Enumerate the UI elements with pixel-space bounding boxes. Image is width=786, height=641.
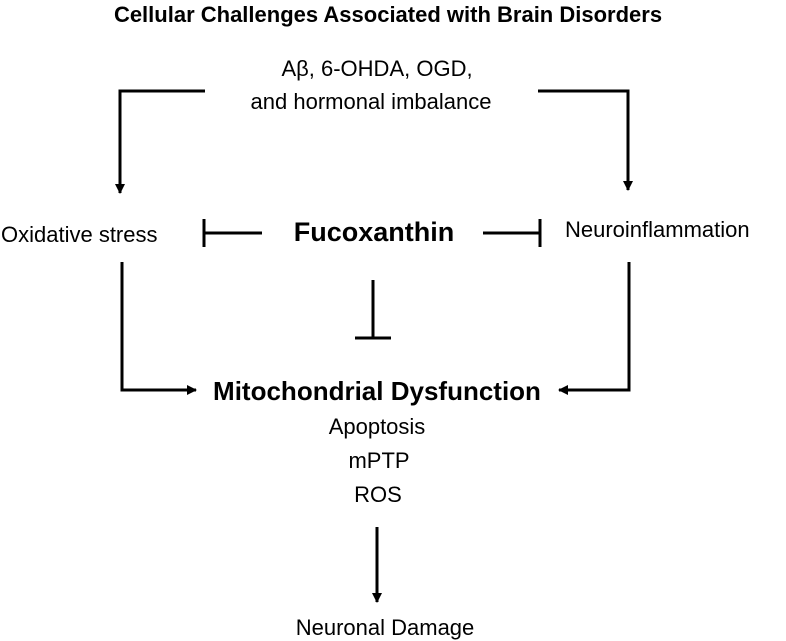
arrow-oxidative-stress-to-mitochondria bbox=[120, 262, 197, 395]
mito-item-mptp: mPTP bbox=[348, 448, 410, 473]
diagram-title: Cellular Challenges Associated with Brai… bbox=[113, 2, 663, 27]
neuroinflammation-node: Neuroinflammation bbox=[565, 217, 750, 242]
mitochondrial-dysfunction-node: Mitochondrial Dysfunction bbox=[213, 376, 541, 406]
inhibit-fucoxanthin-oxidative-stress bbox=[202, 219, 262, 247]
mito-item-apoptosis: Apoptosis bbox=[328, 414, 426, 439]
challenges-line-2: and hormonal imbalance bbox=[250, 89, 492, 114]
challenges-line-1: Aβ, 6-OHDA, OGD, bbox=[281, 56, 473, 81]
inhibit-fucoxanthin-neuroinflammation bbox=[483, 219, 542, 247]
oxidative-stress-node: Oxidative stress bbox=[1, 222, 158, 247]
neuronal-damage-node: Neuronal Damage bbox=[295, 615, 475, 640]
arrow-challenges-to-neuroinflammation bbox=[538, 89, 633, 191]
arrow-challenges-to-oxidative-stress bbox=[115, 89, 205, 194]
fucoxanthin-node: Fucoxanthin bbox=[293, 217, 455, 247]
inhibit-fucoxanthin-mitochondria bbox=[355, 280, 391, 340]
mito-item-ros: ROS bbox=[354, 482, 402, 507]
arrow-neuroinflammation-to-mitochondria bbox=[558, 262, 631, 395]
